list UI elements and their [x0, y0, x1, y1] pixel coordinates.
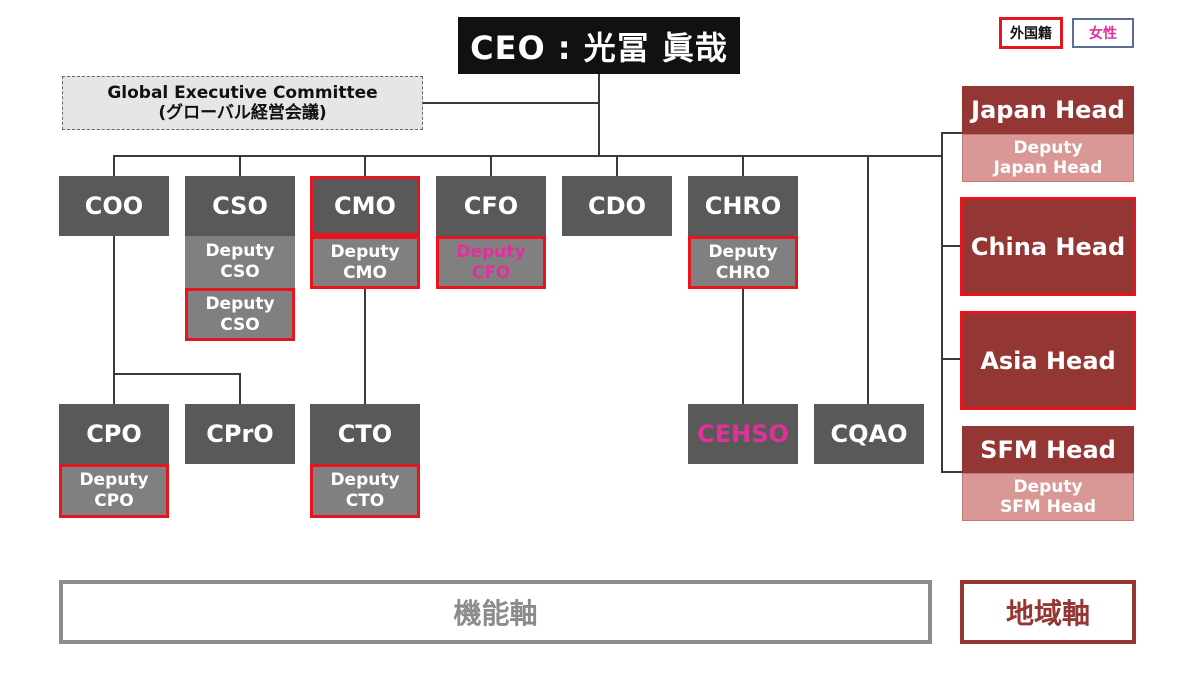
cehso-label: CEHSO: [697, 420, 789, 448]
cso-box: CSO: [185, 176, 295, 236]
cto-label: CTO: [337, 420, 393, 448]
ceo-box: CEO : 光冨 眞哉: [458, 17, 740, 74]
connector: [742, 289, 744, 404]
cpo-box: CPO: [59, 404, 169, 464]
connector: [616, 155, 618, 176]
chro-box: CHRO: [688, 176, 798, 236]
deputy-title: CFO: [471, 262, 511, 283]
global-executive-committee: Global Executive Committee (グローバル経営会議): [62, 76, 423, 130]
japan-head-box: Japan Head: [962, 86, 1134, 134]
functional-axis-bar: 機能軸: [59, 580, 932, 644]
connector: [941, 245, 962, 247]
cdo-label: CDO: [588, 192, 646, 220]
asia-head-label: Asia Head: [980, 346, 1116, 375]
connector: [867, 155, 869, 405]
connector: [113, 155, 941, 157]
connector: [113, 236, 115, 404]
connector: [113, 155, 115, 176]
deputy-title: SFM Head: [999, 497, 1097, 517]
deputy-cpo-box: Deputy CPO: [59, 464, 169, 518]
cfo-box: CFO: [436, 176, 546, 236]
cdo-box: CDO: [562, 176, 672, 236]
cmo-box: CMO: [310, 176, 420, 236]
cpro-label: CPrO: [206, 420, 274, 448]
committee-subtitle: (グローバル経営会議): [158, 103, 327, 123]
legend-foreign-label: 外国籍: [1010, 26, 1052, 42]
cso-label: CSO: [212, 192, 268, 220]
regional-axis-bar: 地域軸: [960, 580, 1136, 644]
deputy-japan-head-box: Deputy Japan Head: [962, 134, 1134, 182]
connector: [941, 471, 962, 473]
connector: [742, 155, 744, 176]
deputy-label: Deputy: [1013, 477, 1083, 497]
sfm-head-label: SFM Head: [980, 435, 1116, 464]
deputy-label: Deputy: [330, 470, 400, 490]
cpro-box: CPrO: [185, 404, 295, 464]
legend-female: 女性: [1072, 18, 1134, 48]
cmo-label: CMO: [334, 192, 396, 220]
deputy-title: CSO: [220, 314, 260, 335]
cqao-label: CQAO: [830, 420, 908, 448]
deputy-title: CTO: [345, 491, 385, 511]
chro-label: CHRO: [704, 192, 782, 220]
deputy-cto-box: Deputy CTO: [310, 464, 420, 518]
china-head-box: China Head: [960, 197, 1136, 296]
legend-foreign-nationality: 外国籍: [999, 17, 1063, 49]
china-head-label: China Head: [970, 232, 1126, 261]
connector: [598, 73, 600, 156]
deputy-label: Deputy: [1013, 138, 1083, 158]
japan-head-label: Japan Head: [971, 96, 1125, 124]
legend-female-label: 女性: [1089, 26, 1117, 42]
deputy-label: Deputy: [205, 293, 275, 314]
deputy-label: Deputy: [708, 241, 778, 262]
deputy-label: Deputy: [456, 241, 526, 262]
connector: [941, 132, 962, 134]
deputy-title: CPO: [94, 491, 134, 511]
cfo-label: CFO: [463, 192, 519, 220]
coo-label: COO: [84, 192, 144, 220]
deputy-chro-box: Deputy CHRO: [688, 236, 798, 289]
cehso-box: CEHSO: [688, 404, 798, 464]
deputy-title: CMO: [343, 262, 387, 283]
deputy-title: CSO: [220, 262, 260, 282]
coo-box: COO: [59, 176, 169, 236]
connector: [239, 373, 241, 404]
committee-title: Global Executive Committee: [107, 83, 378, 103]
deputy-cso-foreign-box: Deputy CSO: [185, 288, 295, 341]
deputy-title: Japan Head: [993, 158, 1103, 178]
connector: [941, 358, 962, 360]
deputy-label: Deputy: [205, 241, 275, 261]
deputy-label: Deputy: [79, 470, 149, 490]
deputy-cfo-box: Deputy CFO: [436, 236, 546, 289]
deputy-label: Deputy: [330, 241, 400, 262]
connector: [364, 155, 366, 176]
connector: [113, 373, 241, 375]
cpo-label: CPO: [86, 420, 142, 448]
connector: [490, 155, 492, 176]
regional-axis-label: 地域軸: [1005, 597, 1090, 630]
connector: [422, 102, 599, 104]
cqao-box: CQAO: [814, 404, 924, 464]
connector: [941, 132, 943, 472]
cto-box: CTO: [310, 404, 420, 464]
deputy-sfm-head-box: Deputy SFM Head: [962, 473, 1134, 521]
deputy-cmo-box: Deputy CMO: [310, 236, 420, 289]
deputy-cso-box: Deputy CSO: [185, 236, 295, 288]
connector: [364, 289, 366, 404]
deputy-title: CHRO: [715, 262, 771, 283]
connector: [239, 155, 241, 176]
sfm-head-box: SFM Head: [962, 426, 1134, 473]
ceo-label: CEO : 光冨 眞哉: [470, 28, 728, 67]
functional-axis-label: 機能軸: [453, 597, 538, 630]
asia-head-box: Asia Head: [960, 311, 1136, 410]
